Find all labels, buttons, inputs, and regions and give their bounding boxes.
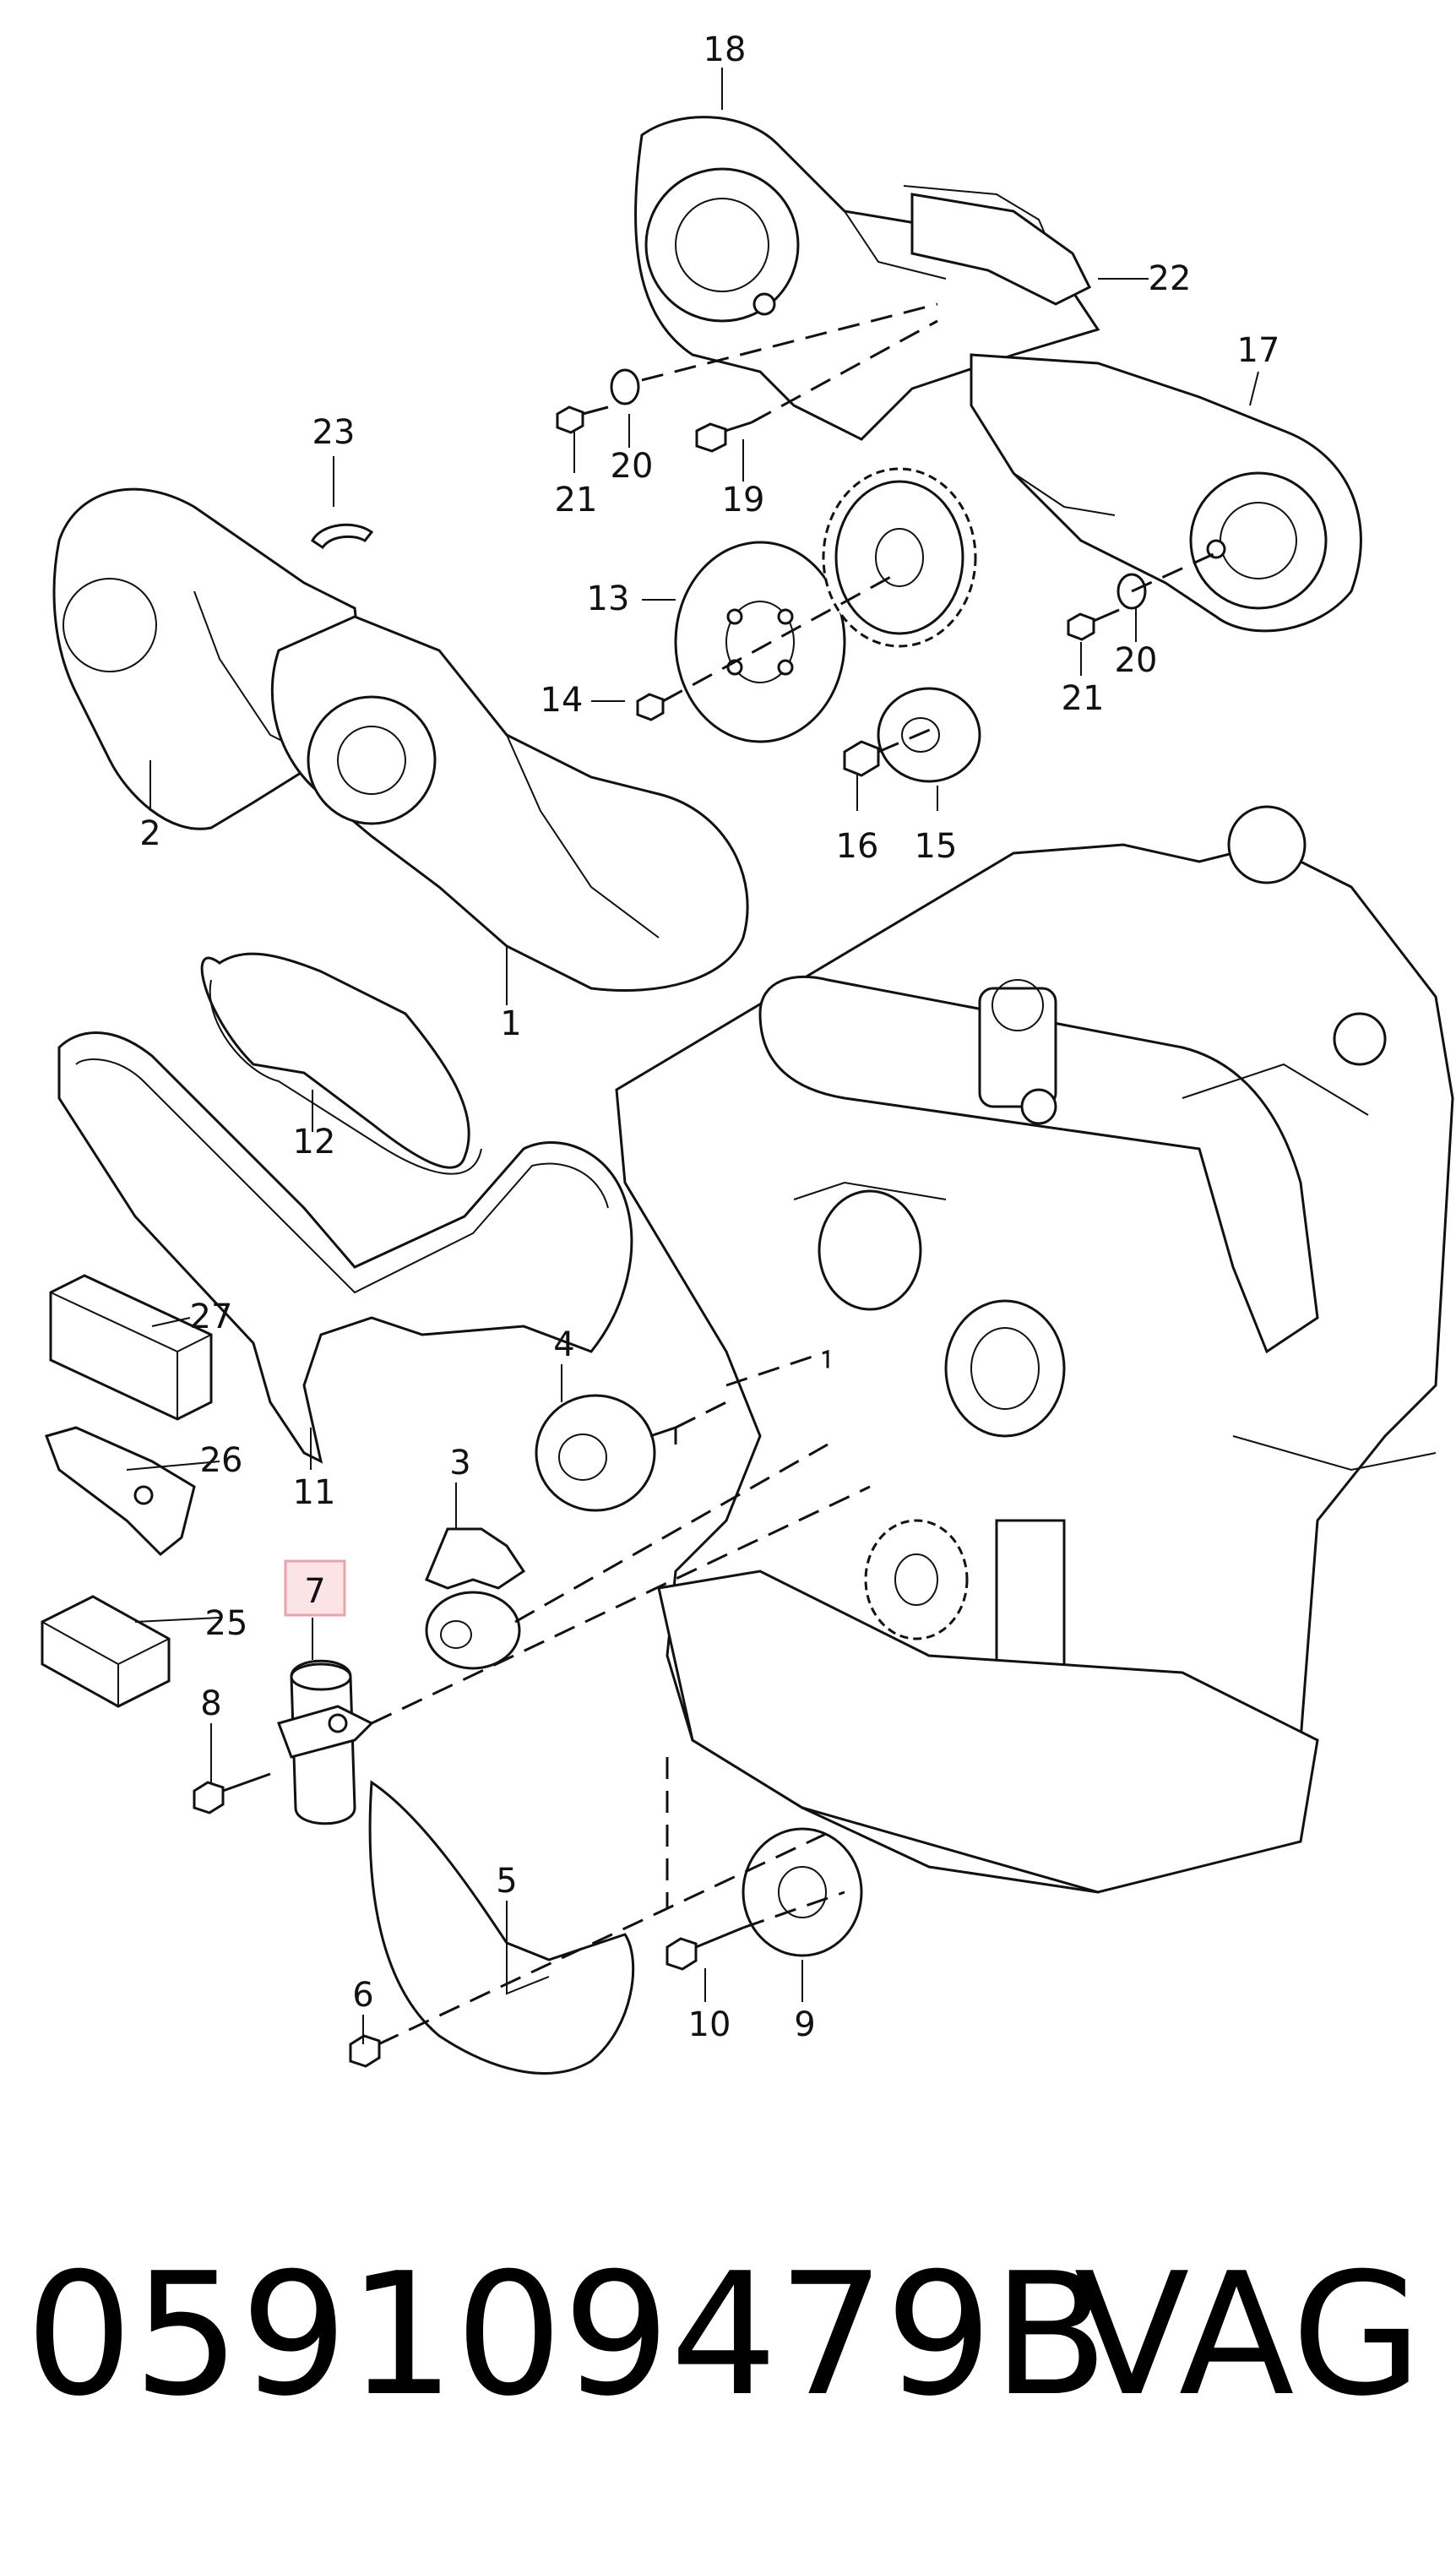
bolt-14-part	[636, 693, 665, 721]
callout-16: 16	[836, 827, 879, 866]
callout-15: 15	[915, 827, 958, 866]
bolt-19-part	[695, 421, 752, 453]
callout-7-highlight	[284, 1559, 346, 1617]
part-27	[49, 1274, 213, 1421]
callout-17: 17	[1237, 331, 1280, 370]
camshaft-pulley-part	[674, 541, 846, 743]
callout-9: 9	[794, 2005, 815, 2044]
callout-2: 2	[139, 814, 160, 853]
callout-22: 22	[1149, 259, 1192, 298]
callout-leaders	[126, 68, 1259, 2044]
part-25	[41, 1595, 171, 1708]
idler-roller-part	[535, 1394, 677, 1512]
callout-11: 11	[293, 1473, 336, 1512]
timing-belt-main-part	[57, 1031, 633, 1464]
callout-5: 5	[496, 1862, 517, 1901]
bolt-10-part	[666, 1926, 744, 1971]
callout-20-lower: 20	[1115, 641, 1158, 680]
engine-block-part	[615, 805, 1454, 1894]
callout-25: 25	[205, 1604, 248, 1643]
roller-9-part	[742, 1827, 863, 1957]
brand-name: VAG	[1073, 2237, 1422, 2434]
cover-plate-part	[368, 1780, 635, 2075]
callout-14: 14	[541, 681, 584, 720]
callout-21-upper: 21	[555, 481, 598, 520]
bolt-21-lower-part	[1067, 573, 1147, 641]
timing-belt-small-part	[200, 952, 482, 1175]
bolt-21-upper-part	[556, 368, 640, 434]
clip-part	[311, 523, 374, 550]
callout-4: 4	[553, 1325, 574, 1364]
idler-small-part	[843, 687, 981, 783]
assembly-lines	[371, 302, 1225, 2046]
callout-3: 3	[449, 1444, 470, 1483]
timing-cover-front-part	[270, 615, 749, 992]
tensioner-damper-part	[277, 1659, 374, 1825]
callout-18: 18	[704, 30, 747, 69]
callout-10: 10	[688, 2005, 731, 2044]
callout-23: 23	[312, 413, 356, 452]
callout-13: 13	[587, 579, 630, 618]
timing-cover-right-part	[910, 193, 1362, 633]
callout-1: 1	[500, 1004, 521, 1043]
callout-6: 6	[352, 1976, 373, 2015]
callout-8: 8	[200, 1684, 221, 1723]
parts-diagram: 1 2 3 4 5 6 7 8 9 10 11 12 13 14 15 16 1…	[41, 30, 1454, 2075]
camshaft-gear-part	[822, 467, 977, 648]
callout-12: 12	[293, 1123, 336, 1162]
part-26	[45, 1426, 196, 1557]
bolt-6-part	[349, 2034, 381, 2068]
callout-27: 27	[190, 1298, 233, 1336]
tensioner-bracket-part	[425, 1527, 526, 1670]
callout-19: 19	[722, 481, 765, 520]
callout-labels: 1 2 3 4 5 6 7 8 9 10 11 12 13 14 15 16 1…	[139, 30, 1279, 2044]
callout-7[interactable]: 7	[304, 1572, 325, 1611]
part-number: 059109479B	[25, 2237, 1109, 2434]
bolt-8-part	[193, 1772, 271, 1814]
callout-20-upper: 20	[611, 447, 654, 486]
callout-21-lower: 21	[1062, 679, 1105, 718]
callout-26: 26	[200, 1441, 243, 1480]
